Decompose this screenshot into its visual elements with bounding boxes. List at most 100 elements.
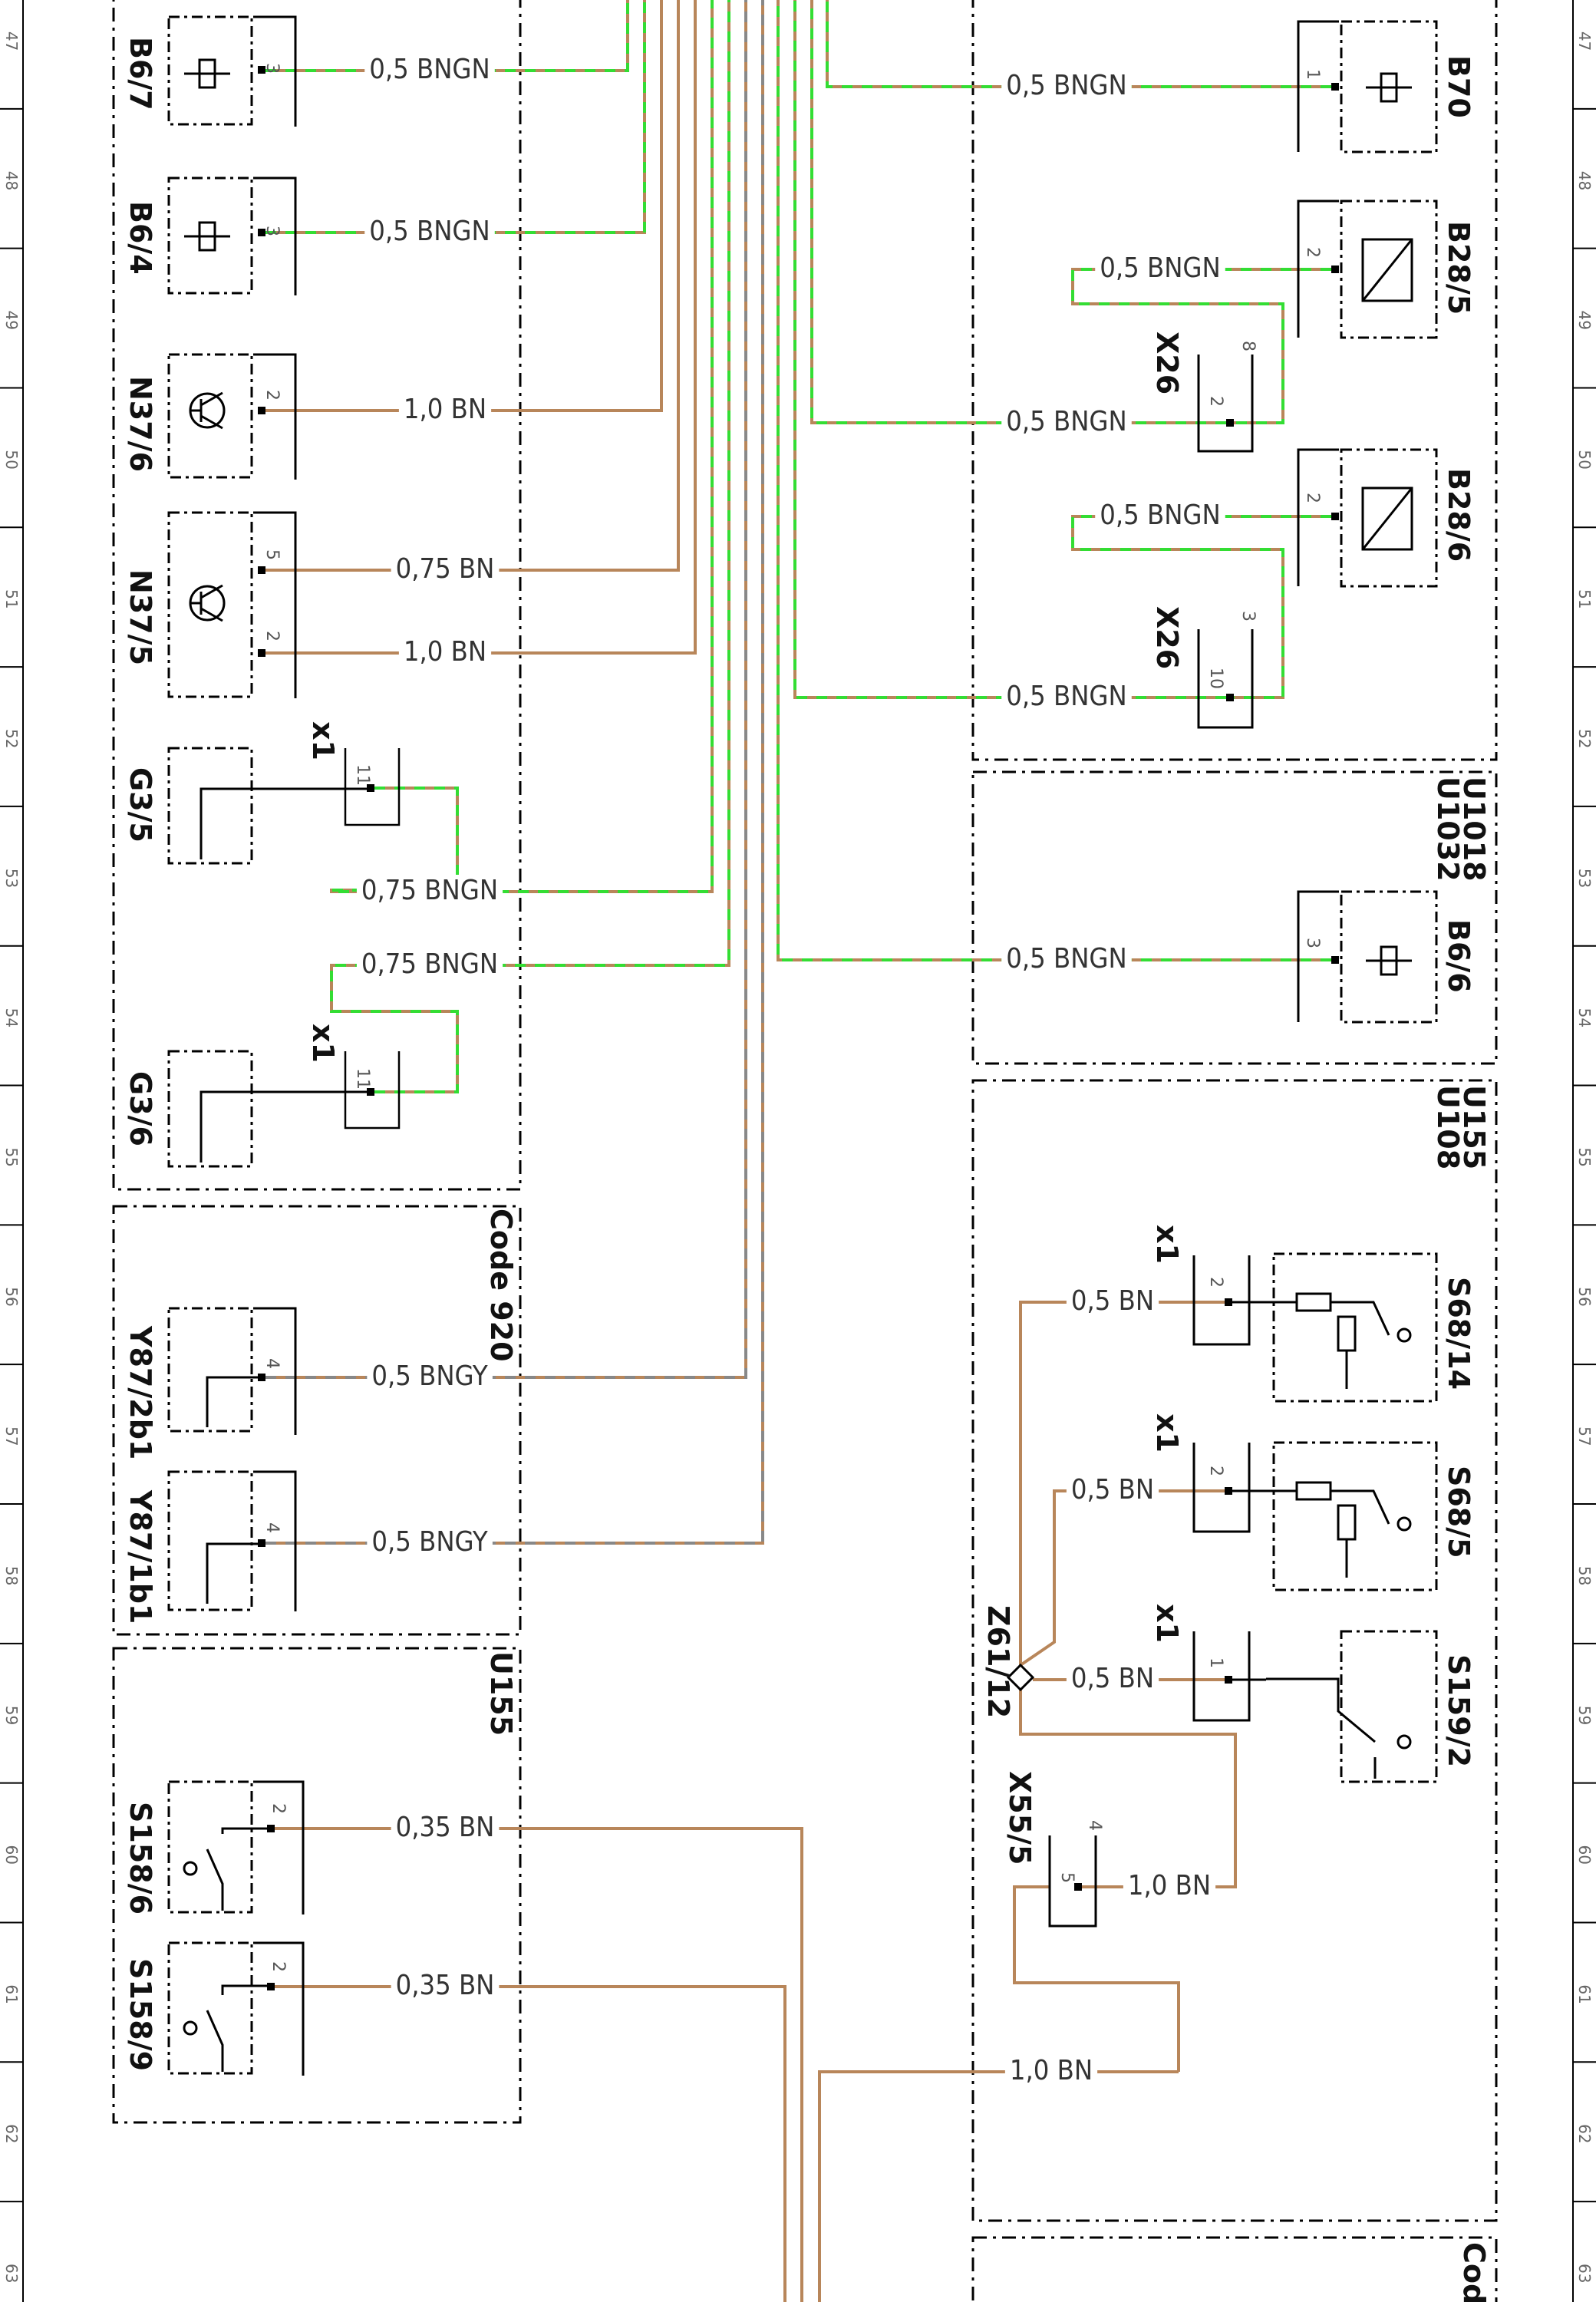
row-number-right: 49	[1575, 311, 1594, 330]
pin-b6-6: 3	[1303, 938, 1322, 948]
s158-6-switch	[206, 1827, 270, 1911]
row-number-right: 54	[1575, 1008, 1594, 1027]
x26b-connector	[1197, 629, 1254, 729]
b6-4-housing	[167, 176, 253, 295]
component-label-x26a: X26	[1150, 331, 1184, 394]
row-number-right: 58	[1575, 1566, 1594, 1585]
y87-2b1-element	[206, 1376, 261, 1427]
component-label-x55-5: X55/5	[1003, 1771, 1037, 1865]
row-number-left: 59	[2, 1706, 21, 1725]
component-label-b6-7: B6/7	[124, 37, 157, 110]
group-label-u155-right: U155	[1457, 1085, 1491, 1169]
wire-label-s159-2: 0,5 BN	[1071, 1663, 1154, 1694]
y87-1b1-housing	[167, 1470, 253, 1611]
b28-5-connector-housing	[1297, 200, 1339, 338]
component-label-y87-1b1: Y87/1b1	[124, 1489, 157, 1624]
code920-frame	[112, 1205, 522, 1636]
row-number-left: 63	[2, 2264, 21, 2283]
row-number-right: 52	[1575, 729, 1594, 748]
pin-x55-5-top: 4	[1085, 1820, 1104, 1831]
wire-b28-6	[1071, 515, 1331, 699]
wire-x55-out	[818, 2070, 1179, 2302]
x26a-connector	[1197, 355, 1254, 453]
g3-5-x1-connector	[344, 748, 401, 826]
g3-5-antenna	[200, 787, 255, 859]
row-number-left: 56	[2, 1287, 21, 1306]
wire-s158-6	[275, 1827, 803, 2302]
wire-b6-6	[777, 0, 1331, 961]
row-number-left: 57	[2, 1426, 21, 1446]
pin-x26a-top: 8	[1238, 341, 1258, 351]
n37-5-housing	[167, 511, 253, 698]
row-number-right: 61	[1575, 1984, 1594, 2004]
row-number-right: 56	[1575, 1287, 1594, 1306]
wire-label-x26a: 0,5 BNGN	[1006, 406, 1127, 437]
wire-b70	[826, 0, 1331, 88]
row-number-right: 48	[1575, 171, 1594, 190]
pin-x26b-top: 3	[1238, 611, 1258, 622]
row-number-right: 62	[1575, 2124, 1594, 2143]
pin-x55-5: 5	[1057, 1872, 1077, 1883]
component-label-x1-g3-6: x1	[306, 1024, 340, 1063]
wire-label-x55: 1,0 BN	[1128, 1870, 1211, 1901]
b28-6-housing	[1340, 448, 1438, 588]
u1018-frame	[971, 770, 1498, 1065]
row-number-left: 47	[2, 31, 21, 51]
group-label-code-bottom: Cod	[1457, 2242, 1491, 2302]
wire-label-g3-6: 0,75 BNGN	[361, 948, 498, 980]
component-label-b70: B70	[1442, 55, 1476, 118]
g3-5-housing	[167, 747, 253, 865]
u155-right-frame	[971, 1079, 1498, 2222]
s159-2-housing	[1340, 1630, 1438, 1783]
s68-14-resistor-b	[1337, 1315, 1357, 1352]
b6-6-housing	[1340, 890, 1438, 1024]
b6-6-connector-housing	[1297, 890, 1339, 1022]
wire-n37-6	[265, 0, 663, 412]
component-label-g3-6: G3/6	[124, 1071, 157, 1146]
wire-label-b6-4: 0,5 BNGN	[369, 216, 490, 247]
code-bottom-frame	[971, 2236, 1498, 2302]
component-label-s159-2: S159/2	[1442, 1654, 1476, 1767]
left-module-frame	[112, 0, 522, 1191]
row-number-left: 60	[2, 1845, 21, 1865]
wire-n37-5-a	[265, 0, 680, 572]
wire-label-s68-14: 0,5 BN	[1071, 1285, 1154, 1317]
row-number-right: 50	[1575, 450, 1594, 469]
right-top-frame	[971, 0, 1498, 761]
s68-5-resistor-a	[1295, 1481, 1332, 1501]
group-label-u1018: U1018	[1457, 777, 1491, 882]
wire-label-s68-5: 0,5 BN	[1071, 1474, 1154, 1506]
s159-2-switch	[1266, 1677, 1377, 1779]
y87-2b1-connector-housing	[253, 1307, 297, 1435]
s68-5-x1-connector	[1192, 1443, 1251, 1533]
group-label-u1032: U1032	[1431, 777, 1465, 882]
row-number-right: 51	[1575, 589, 1594, 608]
component-label-y87-2b1: Y87/2b1	[124, 1325, 157, 1459]
pin-s159-2: 1	[1206, 1657, 1225, 1668]
wire-label-n37-5a: 0,75 BN	[396, 553, 495, 585]
component-label-b28-6: B28/6	[1442, 468, 1476, 562]
component-label-s68-14: S68/14	[1442, 1277, 1476, 1390]
component-label-x1-s68-5: x1	[1150, 1413, 1184, 1453]
group-label-code920: Code 920	[484, 1209, 518, 1362]
row-number-left: 50	[2, 450, 21, 469]
pin-s158-9: 2	[269, 1961, 288, 1972]
pin-n37-5b: 2	[262, 631, 282, 641]
b28-6-connector-housing	[1297, 448, 1339, 586]
component-label-x1-g3-5: x1	[306, 721, 340, 760]
pin-x26b: 10	[1206, 668, 1225, 689]
b28-6-sensor-symbol	[1361, 486, 1413, 551]
b70-housing	[1340, 20, 1438, 153]
wire-label-b6-6: 0,5 BNGN	[1006, 943, 1127, 975]
y87-1b1-connector-housing	[253, 1470, 297, 1611]
row-number-right: 55	[1575, 1147, 1594, 1166]
pin-b28-6: 2	[1303, 493, 1322, 503]
pin-b28-5: 2	[1303, 247, 1322, 258]
wire-label-n37-6: 1,0 BN	[404, 394, 486, 425]
s158-6-connector-housing	[253, 1780, 305, 1914]
y87-2b1-housing	[167, 1307, 253, 1433]
wire-y87-2b1	[265, 0, 747, 1379]
n37-6-housing	[167, 353, 253, 479]
component-label-n37-5: N37/5	[124, 569, 157, 665]
row-number-left: 61	[2, 1984, 21, 2004]
